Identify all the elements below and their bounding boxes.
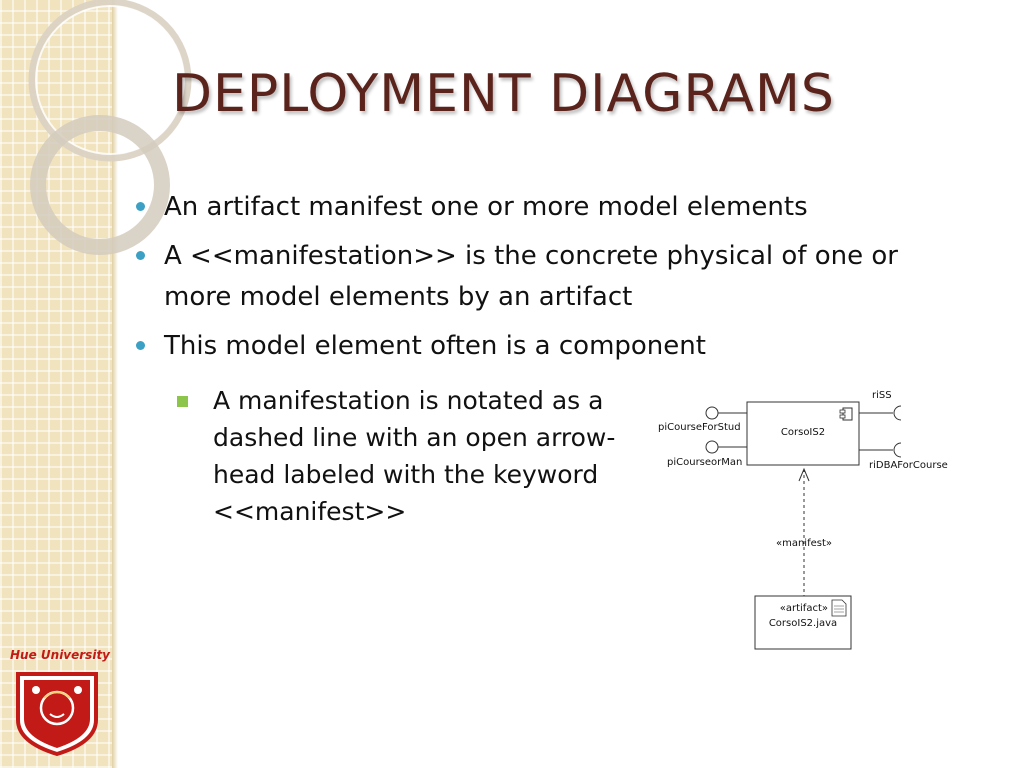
bullet-text: This model element often is a component (164, 331, 706, 361)
component-name: CorsoIS2 (781, 427, 825, 438)
provided-interface-label: piCourseorMan (667, 457, 742, 468)
artifact-name: CorsoIS2.java (769, 618, 837, 629)
required-interface-label: riSS (872, 390, 892, 401)
sub-bullet-square-icon (177, 396, 188, 407)
artifact-stereotype: «artifact» (780, 603, 828, 614)
provided-interface-lollipop (705, 406, 747, 420)
slide-title: DEPLOYMENT DIAGRAMS (172, 64, 835, 124)
bullet-item: This model element often is a component (136, 326, 706, 367)
university-name: Hue University (10, 648, 110, 662)
manifest-label: «manifest» (776, 538, 832, 549)
decorative-circles (28, 0, 192, 255)
required-interface-socket (859, 442, 902, 458)
bullet-dot-icon (136, 251, 145, 260)
provided-interface-label: piCourseForStud (658, 422, 741, 433)
sub-bullet-text: A manifestation is notated as a dashed l… (213, 386, 616, 526)
bullet-dot-icon (136, 341, 145, 350)
sidebar-edge (112, 0, 118, 768)
manifestation-diagram: CorsoIS2 piCourseForStud piCourseorMan r… (658, 390, 948, 650)
required-interface-label: riDBAForCourse (869, 460, 948, 471)
bullet-dot-icon (136, 202, 145, 211)
bullet-text: A <<manifestation>> is the concrete phys… (164, 241, 898, 312)
bullet-text: An artifact manifest one or more model e… (164, 192, 808, 222)
provided-interface-lollipop (705, 440, 747, 454)
sub-bullet-item: A manifestation is notated as a dashed l… (177, 382, 623, 530)
required-interface-socket (859, 405, 902, 421)
university-logo (16, 672, 98, 756)
bullet-item: An artifact manifest one or more model e… (136, 187, 808, 228)
component-icon (839, 407, 853, 421)
open-arrowhead-icon (798, 467, 810, 482)
bullet-item: A <<manifestation>> is the concrete phys… (136, 236, 954, 318)
document-icon (831, 599, 847, 617)
